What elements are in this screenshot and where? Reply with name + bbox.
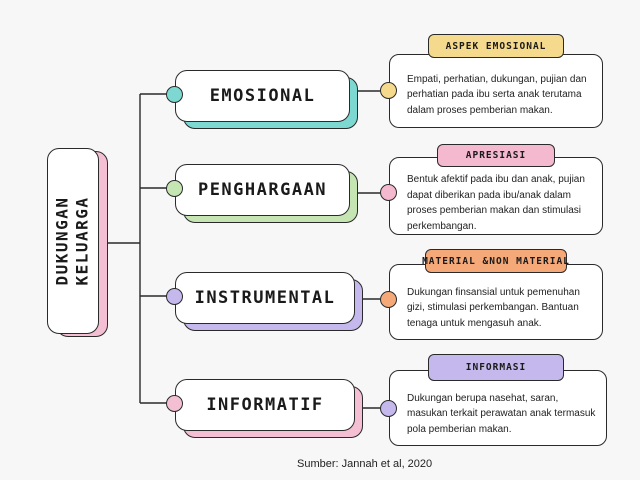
tag-apresiasi: APRESIASI (437, 144, 555, 167)
description-box-emosional: Empati, perhatian, dukungan, pujian dan … (389, 54, 603, 128)
category-dot-emosional (166, 86, 183, 103)
description-text: Empati, perhatian, dukungan, pujian dan … (407, 73, 587, 116)
description-dot-emosional (380, 82, 397, 99)
description-text: Dukungan finsansial untuk pemenuhan gizi… (407, 286, 580, 329)
category-penghargaan: PENGHARGAAN (175, 164, 350, 216)
description-box-instrumental: Dukungan finsansial untuk pemenuhan gizi… (389, 264, 603, 340)
description-text: Dukungan berupa nasehat, saran, masukan … (407, 392, 596, 435)
tag-informasi: INFORMASI (428, 354, 564, 381)
category-instrumental: INSTRUMENTAL (175, 272, 355, 324)
tag-aspek-emosional: ASPEK EMOSIONAL (428, 34, 564, 58)
category-label: PENGHARGAAN (197, 180, 328, 200)
tag-label: ASPEK EMOSIONAL (445, 40, 547, 52)
description-dot-informatif (380, 400, 397, 417)
root-node: DUKUNGAN KELUARGA (47, 148, 99, 334)
source-caption: Sumber: Jannah et al, 2020 (297, 458, 433, 470)
root-label: DUKUNGAN KELUARGA (53, 196, 92, 286)
category-emosional: EMOSIONAL (175, 70, 350, 122)
category-label: EMOSIONAL (209, 86, 316, 106)
category-informatif: INFORMATIF (175, 379, 355, 431)
category-label: INFORMATIF (206, 395, 324, 415)
description-text: Bentuk afektif pada ibu dan anak, pujian… (407, 174, 585, 232)
tag-material-non-material: MATERIAL &NON MATERIAL (422, 249, 570, 273)
tag-label: APRESIASI (465, 150, 527, 161)
tag-label: INFORMASI (465, 362, 527, 373)
description-dot-penghargaan (380, 184, 397, 201)
description-dot-instrumental (380, 291, 397, 308)
description-box-penghargaan: Bentuk afektif pada ibu dan anak, pujian… (389, 157, 603, 235)
category-dot-penghargaan (166, 180, 183, 197)
category-dot-instrumental (166, 288, 183, 305)
category-label: INSTRUMENTAL (194, 288, 336, 308)
description-box-informatif: Dukungan berupa nasehat, saran, masukan … (389, 370, 607, 446)
tag-label: MATERIAL &NON MATERIAL (422, 255, 570, 267)
category-dot-informatif (166, 395, 183, 412)
